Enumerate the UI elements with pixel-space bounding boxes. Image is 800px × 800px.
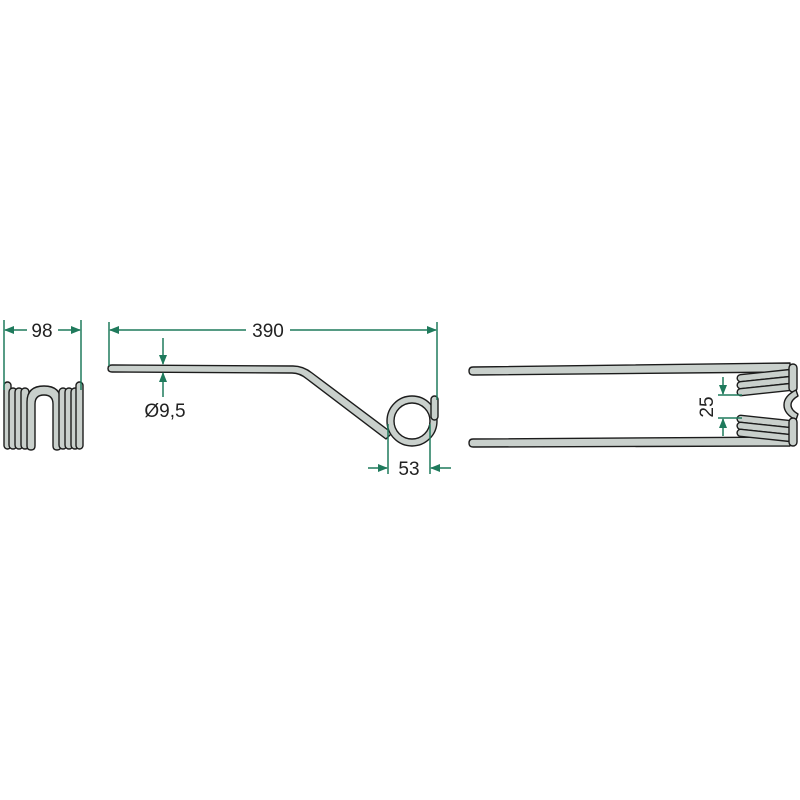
length-dimension: 390 — [108, 321, 438, 400]
upper-tine — [468, 362, 791, 376]
wire-diameter-label: Ø9,5 — [144, 401, 185, 422]
width-label: 98 — [31, 321, 52, 342]
upper-coil — [736, 363, 798, 397]
side-view: 390 Ø9,5 53 — [107, 321, 451, 480]
length-label: 390 — [252, 321, 284, 342]
coil-end-tab — [430, 395, 439, 421]
end-view: 98 — [3, 320, 84, 451]
lower-tine — [468, 436, 791, 448]
coil-diameter-dimension: 53 — [368, 424, 451, 480]
end-view-coils — [3, 381, 84, 451]
coil-diameter-label: 53 — [398, 459, 419, 480]
coil-gap-dimension: 25 — [697, 377, 742, 436]
coil-gap-label: 25 — [697, 396, 718, 417]
top-view: 25 — [468, 362, 799, 448]
wire-diameter-dimension: Ø9,5 — [144, 338, 186, 422]
lower-coil — [736, 414, 798, 447]
coil-hook — [783, 389, 799, 421]
width-dimension: 98 — [3, 320, 82, 390]
tine-rod — [107, 364, 393, 440]
